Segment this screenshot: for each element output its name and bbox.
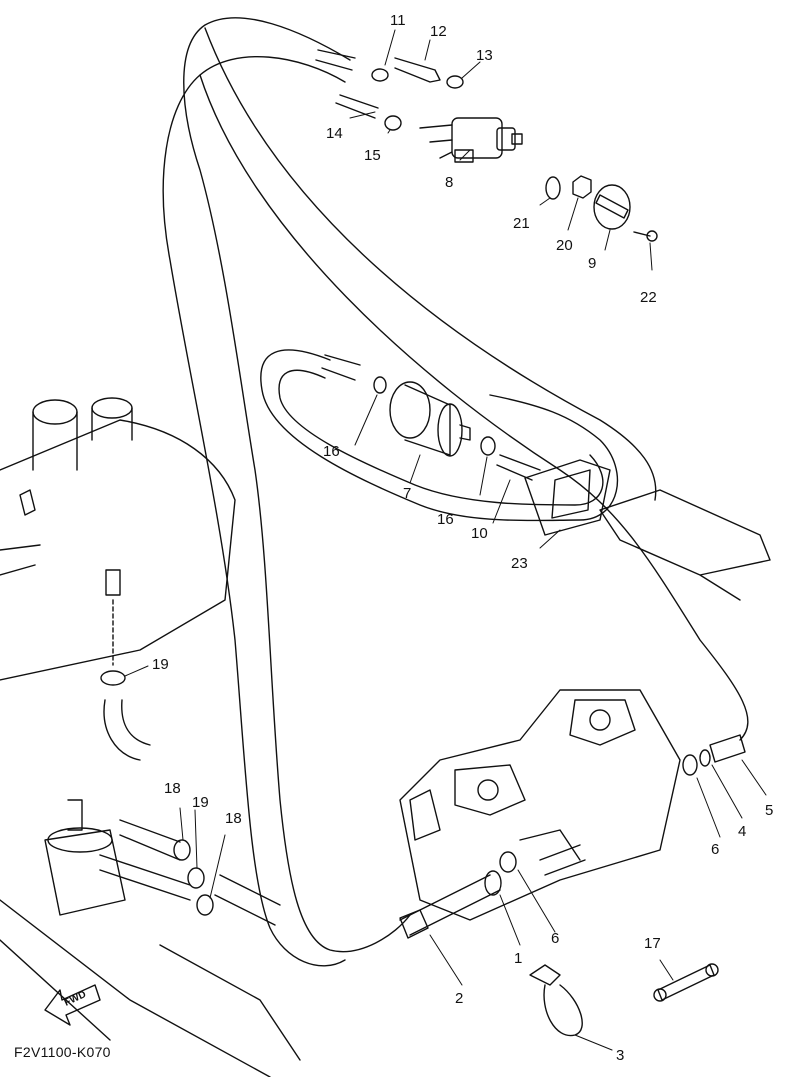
hose-short [315,49,356,71]
clamp-11 [371,68,389,82]
callout-19-lower: 19 [192,794,209,811]
clamp-13 [446,75,464,89]
callout-1: 1 [514,950,522,967]
callout-13: 13 [476,47,493,64]
tank-fitting [105,569,121,596]
clamp-19b [187,867,205,889]
clamp-6b [682,754,698,776]
callout-18-right: 18 [225,810,242,827]
main-fuel-hose-inner [162,56,346,967]
fwd-label: FWD [63,989,88,1009]
hose-fitting-2 [399,909,429,939]
clamp-16a [373,376,387,394]
carburetor [399,689,681,921]
tank-hose [103,699,151,761]
callout-23: 23 [511,555,528,572]
leader-lines [124,29,767,1051]
bolt [653,963,719,1002]
clamp-1 [484,870,502,896]
filter-hose-loop [260,349,619,522]
sub-tank-hoses [99,819,281,926]
fwd-arrow-icon [44,984,101,1026]
clamp-15 [384,115,402,131]
washer [545,176,561,200]
callout-21: 21 [513,215,530,232]
hose-14 [335,94,379,119]
clamp-16b [480,436,496,456]
clamp-18a [173,839,191,861]
clamp-6a [499,851,517,873]
hose-clip [529,964,583,1037]
callout-10: 10 [471,525,488,542]
callout-6-right: 6 [711,841,719,858]
callout-18-left: 18 [164,780,181,797]
hose-10 [496,454,541,481]
fuel-filter [389,381,471,457]
callout-11: 11 [390,12,406,29]
callout-20: 20 [556,237,573,254]
callout-2: 2 [455,990,463,1007]
clamp-18b [196,894,214,916]
fuel-tank [0,397,236,681]
callout-16-lower: 16 [437,511,454,528]
callout-16-upper: 16 [323,443,340,460]
filter-inlet-hose [321,354,361,381]
return-fuel-hose-inner [204,27,657,501]
callout-3: 3 [616,1047,624,1064]
callout-6-center: 6 [551,930,559,947]
nut [572,175,592,199]
filter-bracket [524,459,611,536]
callout-4: 4 [738,823,746,840]
callout-12: 12 [430,23,447,40]
callout-22: 22 [640,289,657,306]
fuel-cock [419,117,523,163]
fitting-5 [709,734,746,763]
clamp-19a [100,670,126,686]
callout-9: 9 [588,255,596,272]
callout-8: 8 [445,174,453,191]
callout-7: 7 [403,485,411,502]
callout-15: 15 [364,147,381,164]
callout-17: 17 [644,935,661,952]
fuel-cock-knob [593,184,631,230]
drawing-code: F2V1100-K070 [14,1044,111,1060]
callout-19-upper: 19 [152,656,169,673]
return-fuel-hose [199,74,749,741]
mounting-plate [599,489,771,601]
callout-14: 14 [326,125,343,142]
callout-5: 5 [765,802,773,819]
fitting-4 [699,749,711,767]
hose-12 [394,57,441,83]
screw [633,230,658,242]
sub-tank [0,799,301,1077]
main-fuel-hose [183,17,411,953]
